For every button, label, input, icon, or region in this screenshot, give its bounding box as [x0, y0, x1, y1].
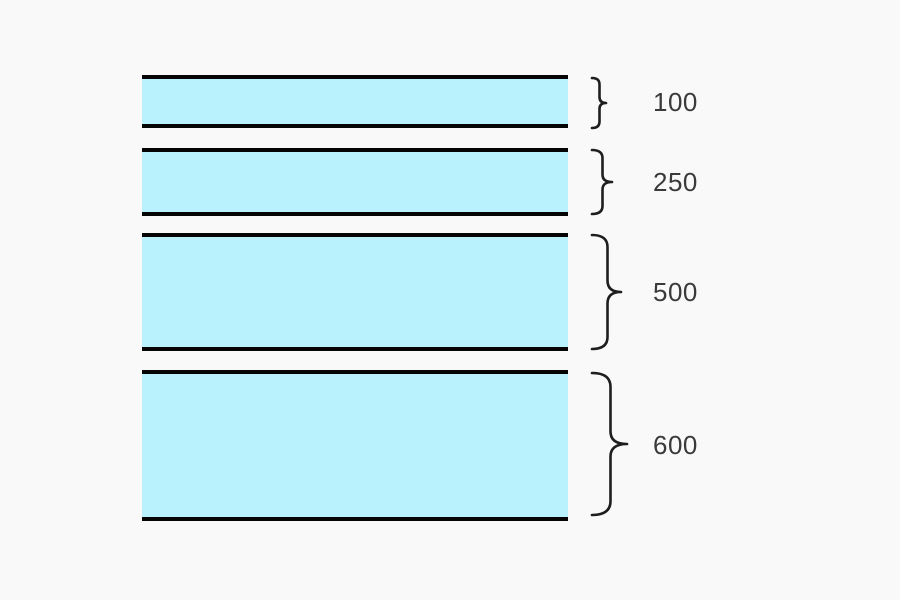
brace-icon: [590, 371, 629, 517]
brace-icon: [590, 76, 608, 130]
layer-bar-2: [142, 148, 568, 216]
layer-thickness-label-2: 250: [653, 167, 698, 197]
brace-icon: [590, 148, 614, 216]
layer-bar-4: [142, 370, 568, 521]
brace-icon: [590, 233, 623, 351]
layer-bar-3: [142, 233, 568, 351]
layer-thickness-label-3: 500: [653, 277, 698, 307]
layer-bar-1: [142, 75, 568, 128]
layer-thickness-label-4: 600: [653, 430, 698, 460]
layer-thickness-label-1: 100: [653, 87, 698, 117]
